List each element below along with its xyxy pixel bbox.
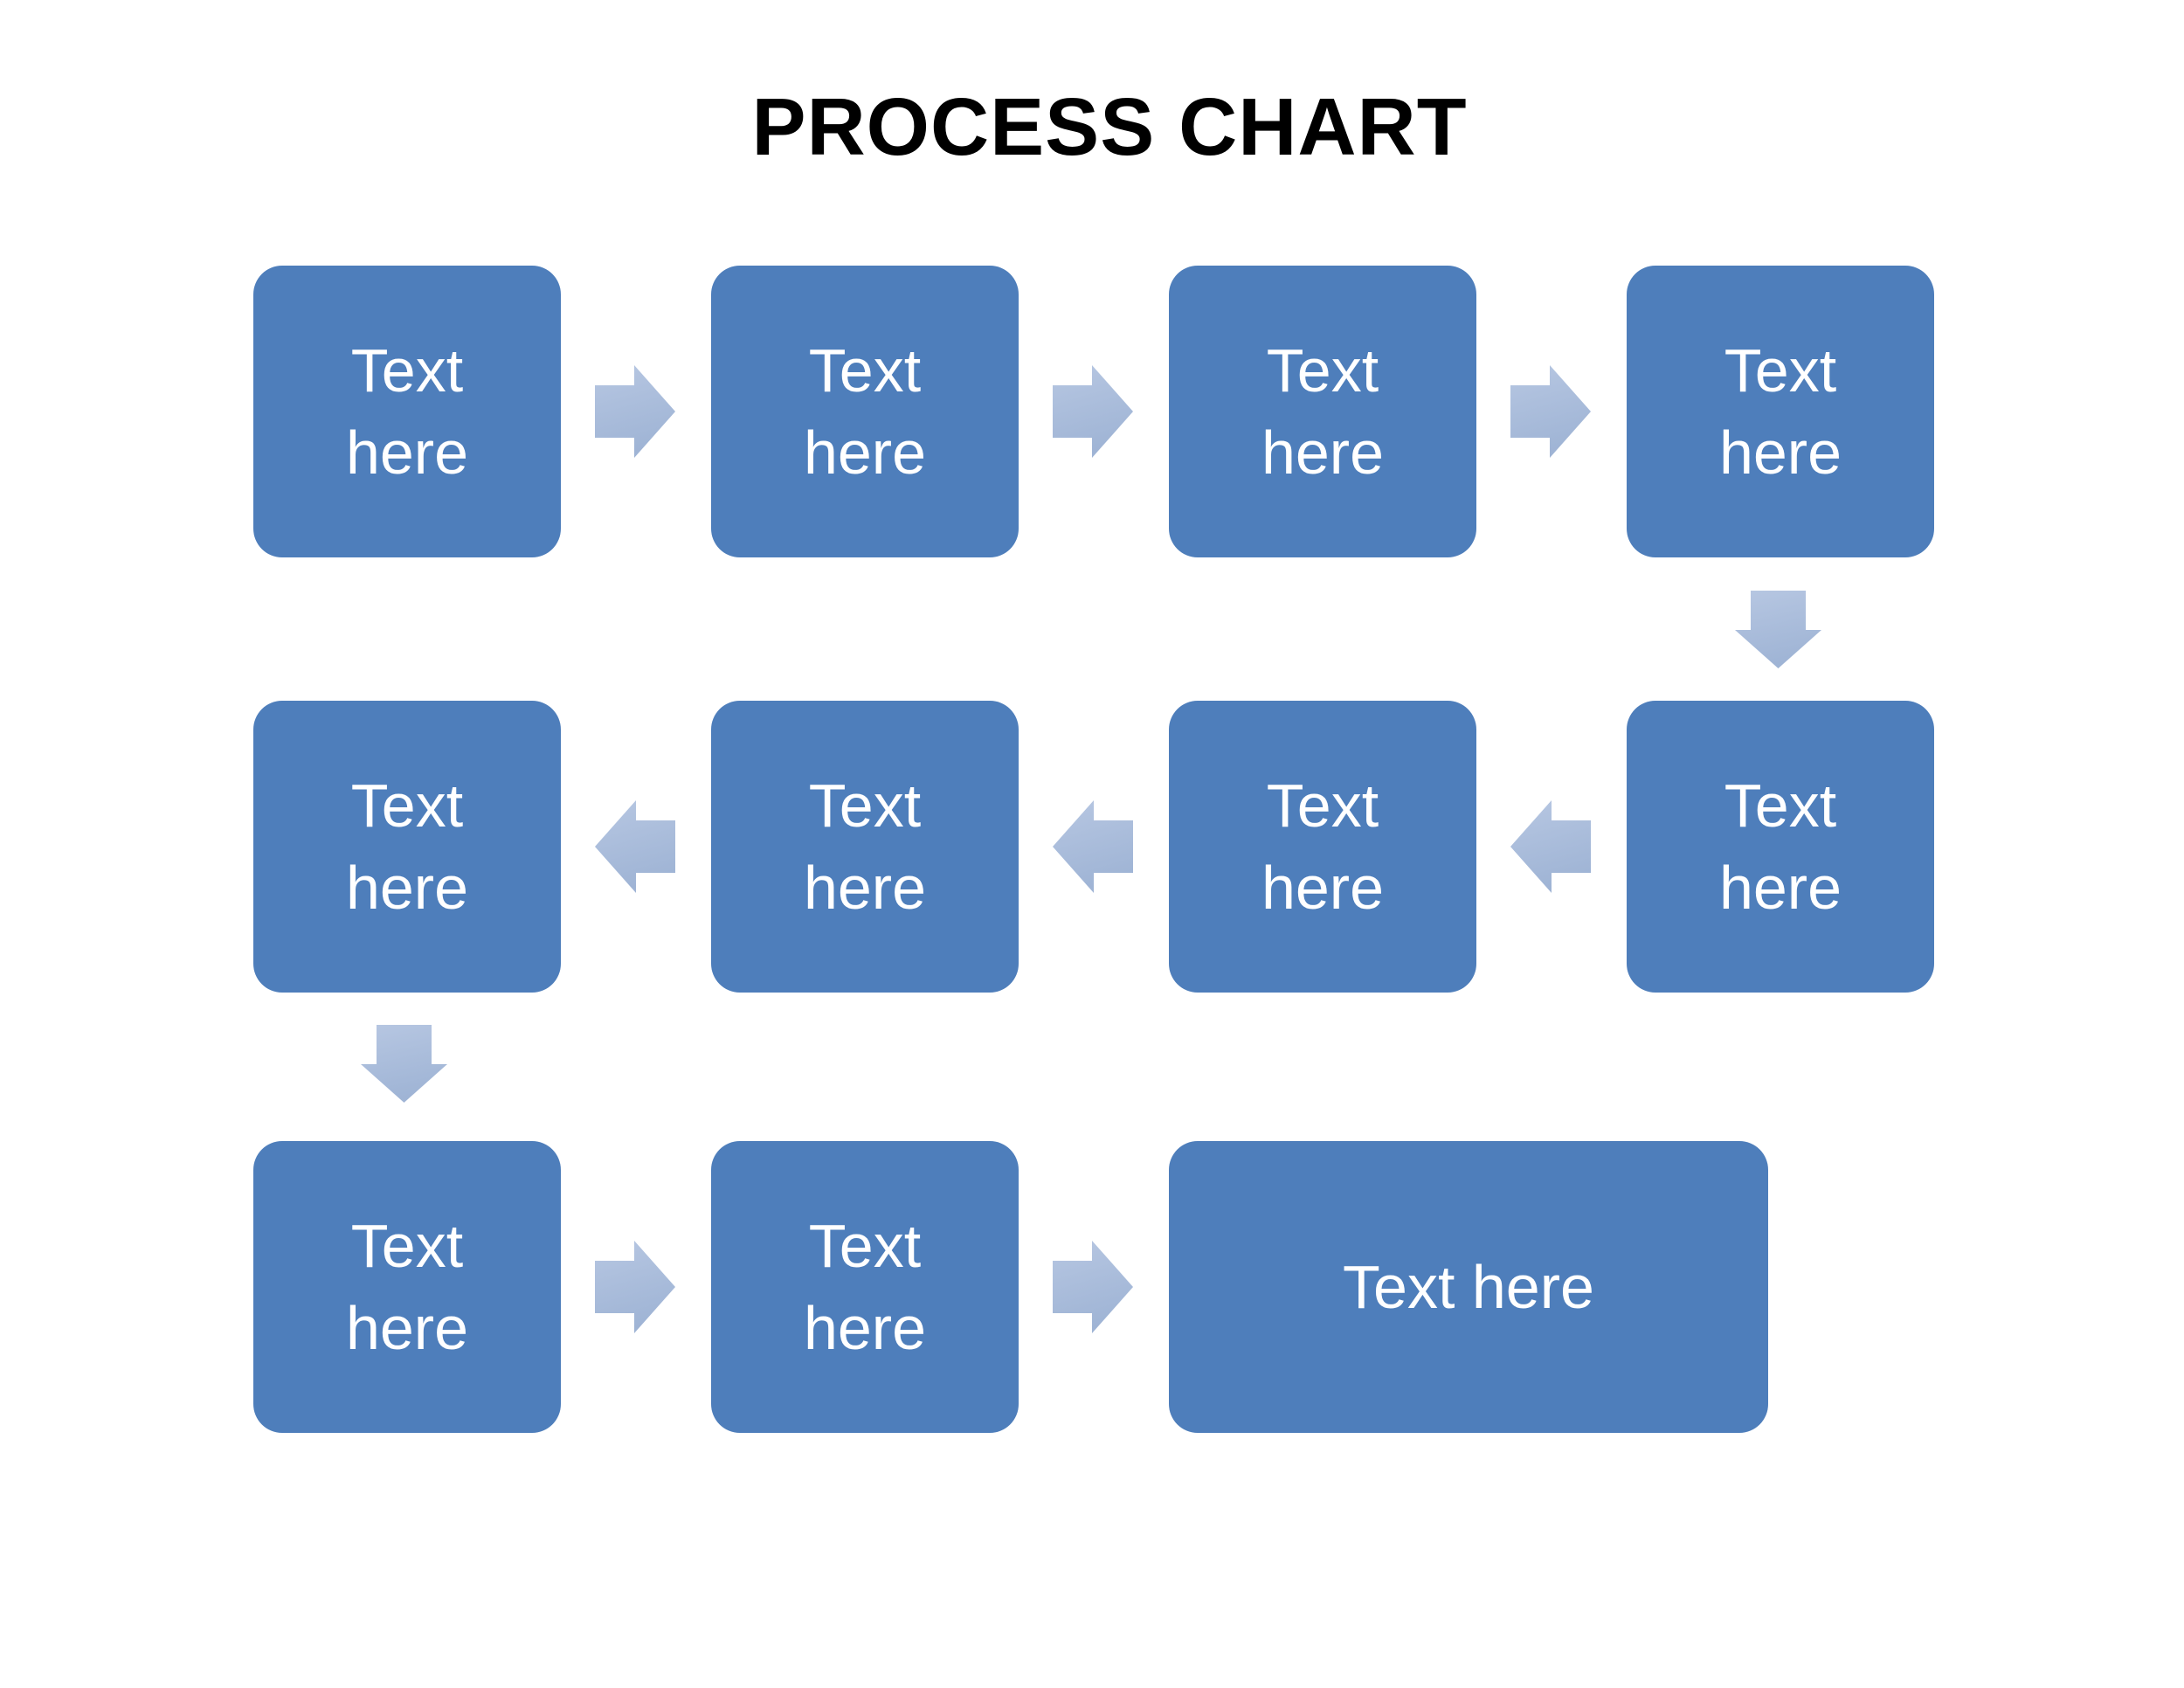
process-step-10[interactable]: Text here: [711, 1141, 1019, 1433]
arrow-left-icon: [1053, 800, 1133, 893]
step-label: Text here: [1261, 771, 1385, 923]
arrow-left-icon: [1510, 800, 1591, 893]
arrow-right-icon: [595, 365, 675, 458]
step-label: Text here: [803, 336, 927, 488]
process-step-11[interactable]: Text here: [1169, 1141, 1768, 1433]
arrow-right-icon: [1510, 365, 1591, 458]
arrow-down-icon: [361, 1025, 447, 1103]
process-step-3[interactable]: Text here: [1169, 266, 1476, 557]
process-step-8[interactable]: Text here: [253, 701, 561, 993]
step-label: Text here: [803, 771, 927, 923]
process-step-9[interactable]: Text here: [253, 1141, 561, 1433]
process-step-5[interactable]: Text here: [1627, 701, 1934, 993]
step-label: Text here: [1718, 771, 1842, 923]
step-label: Text here: [803, 1211, 927, 1363]
step-label: Text here: [1718, 336, 1842, 488]
step-label: Text here: [345, 771, 469, 923]
process-step-4[interactable]: Text here: [1627, 266, 1934, 557]
arrow-right-icon: [595, 1241, 675, 1333]
arrow-right-icon: [1053, 365, 1133, 458]
process-step-1[interactable]: Text here: [253, 266, 561, 557]
arrow-left-icon: [595, 800, 675, 893]
step-label: Text here: [1343, 1252, 1594, 1321]
process-step-7[interactable]: Text here: [711, 701, 1019, 993]
process-step-6[interactable]: Text here: [1169, 701, 1476, 993]
step-label: Text here: [345, 1211, 469, 1363]
step-label: Text here: [345, 336, 469, 488]
arrow-down-icon: [1735, 591, 1821, 668]
step-label: Text here: [1261, 336, 1385, 488]
arrow-right-icon: [1053, 1241, 1133, 1333]
page-title: PROCESS CHART: [751, 81, 1468, 172]
process-step-2[interactable]: Text here: [711, 266, 1019, 557]
